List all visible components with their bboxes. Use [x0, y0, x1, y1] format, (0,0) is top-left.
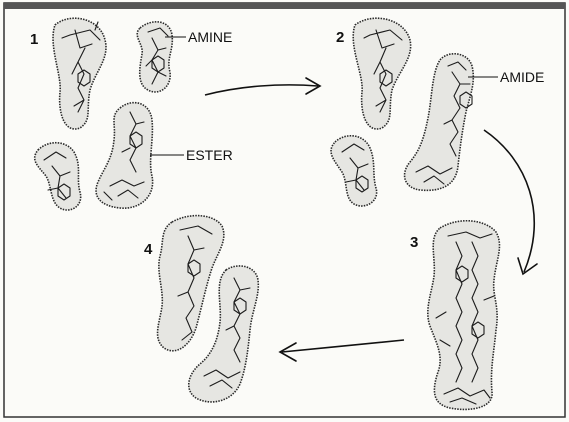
top-edge [4, 3, 565, 9]
template-molecule-panel1 [53, 18, 106, 129]
step-1-number: 1 [30, 31, 38, 48]
arrow-step3-to-step4 [280, 340, 404, 361]
paired-template-panel3 [428, 221, 500, 410]
arrow-step1-to-step2 [205, 78, 320, 95]
step-3-number: 3 [410, 234, 418, 251]
ester-label: ESTER [186, 147, 233, 163]
template-copy-a-panel4 [158, 216, 224, 351]
amine-fragment-panel1 [137, 22, 172, 92]
amine-label: AMINE [188, 29, 232, 45]
step-4-number: 4 [144, 241, 153, 258]
small-fragment-panel2 [331, 136, 377, 206]
template-molecule-panel2 [353, 18, 410, 129]
step-2-number: 2 [336, 29, 344, 46]
ester-molecule-panel1 [96, 103, 153, 209]
amide-molecule-panel2 [405, 54, 474, 191]
small-fragment-panel1 [35, 143, 81, 210]
amide-label: AMIDE [500, 69, 544, 85]
